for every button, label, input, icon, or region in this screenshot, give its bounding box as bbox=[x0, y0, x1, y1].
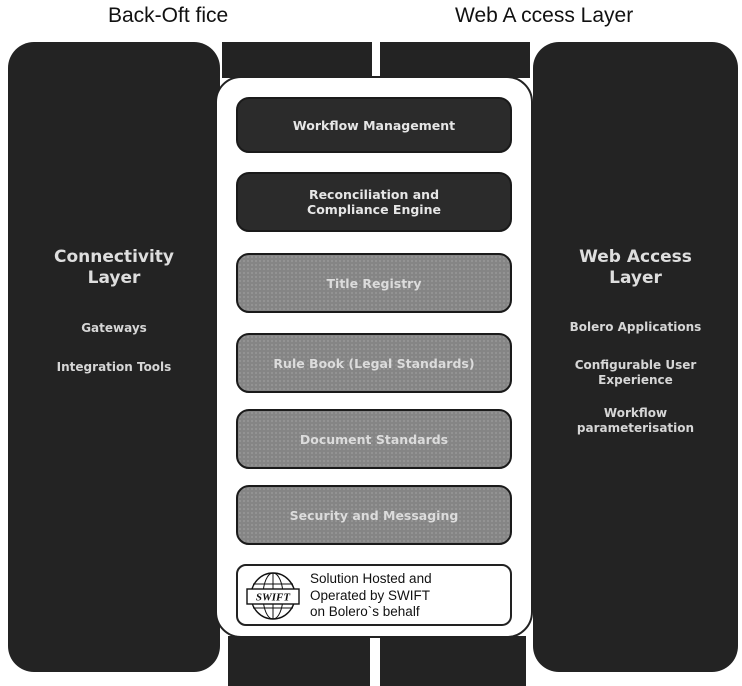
connectivity-layer-heading: Connectivity Layer bbox=[53, 247, 175, 288]
swift-hosting-box: SWIFT Solution Hosted and Operated by SW… bbox=[236, 564, 512, 626]
back-office-strip-top bbox=[222, 42, 372, 78]
rule-book-block: Rule Book (Legal Standards) bbox=[236, 333, 512, 393]
integration-tools-item: Integration Tools bbox=[56, 360, 172, 374]
swift-hosting-text: Solution Hosted and Operated by SWIFT on… bbox=[310, 571, 432, 619]
configurable-user-experience-item: Configurable User Experience bbox=[574, 358, 697, 387]
security-messaging-block: Security and Messaging bbox=[236, 485, 512, 545]
bolero-applications-item: Bolero Applications bbox=[569, 320, 702, 334]
web-access-strip-top bbox=[380, 42, 530, 78]
web-access-layer-heading: Web Access Layer bbox=[579, 247, 692, 288]
web-access-top-label: Web A ccess Layer bbox=[455, 4, 634, 27]
back-office-label: Back-Oft fice bbox=[108, 4, 229, 27]
title-registry-block: Title Registry bbox=[236, 253, 512, 313]
reconciliation-compliance-block: Reconciliation and Compliance Engine bbox=[236, 172, 512, 232]
web-access-strip-bottom bbox=[380, 636, 526, 686]
web-access-layer-panel: Web Access Layer Bolero Applications Con… bbox=[533, 42, 738, 672]
back-office-strip-bottom bbox=[228, 636, 370, 686]
connectivity-layer-panel: Connectivity Layer Gateways Integration … bbox=[8, 42, 220, 672]
document-standards-block: Document Standards bbox=[236, 409, 512, 469]
swift-logo-text: SWIFT bbox=[256, 592, 292, 604]
swift-globe-logo: SWIFT bbox=[246, 572, 300, 620]
workflow-parameterisation-item: Workflow parameterisation bbox=[576, 406, 695, 435]
workflow-management-block: Workflow Management bbox=[236, 97, 512, 153]
gateways-item: Gateways bbox=[81, 321, 147, 335]
